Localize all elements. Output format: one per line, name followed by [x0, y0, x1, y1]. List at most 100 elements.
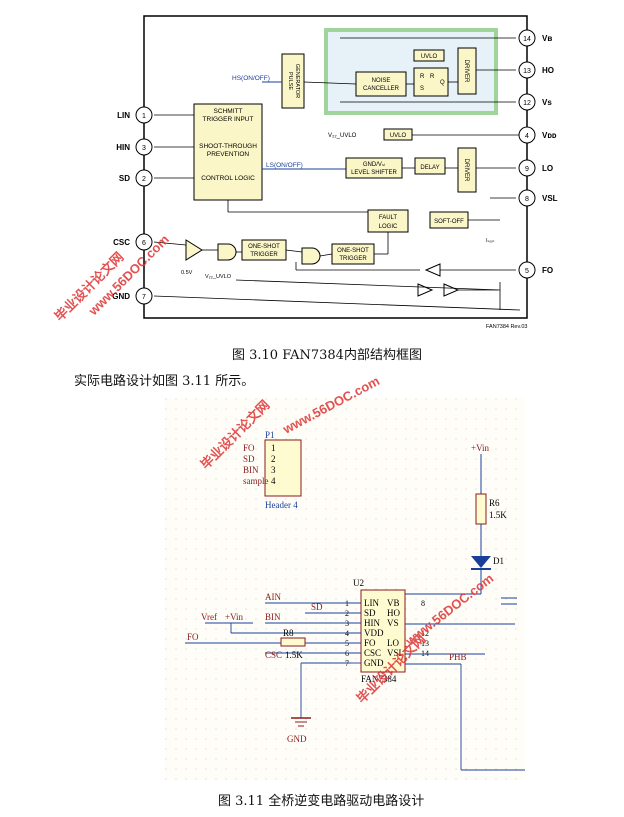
header-pin: 4 [271, 476, 276, 486]
rs-s: S [420, 86, 424, 92]
shoot-label-1: SHOOT-THROUGH [199, 143, 257, 150]
ls-label: LS(ON/OFF) [266, 162, 303, 169]
u2-left-name: SD [364, 608, 376, 618]
oneshot2-label-1: ONE-SHOT [337, 248, 369, 254]
pin-circle-8 [518, 189, 536, 207]
pin-num: 14 [523, 36, 531, 43]
shift-label-2: LEVEL SHIFTER [351, 170, 397, 176]
header-ref: P1 [265, 430, 275, 440]
net-bin: BIN [265, 612, 281, 622]
u2-ref: U2 [353, 578, 364, 588]
pin-num: 2 [142, 176, 146, 183]
pin-circle-6 [135, 233, 153, 251]
r6-value: 1.5K [489, 510, 507, 520]
oneshot1-label-1: ONE-SHOT [248, 244, 280, 250]
softoff-label: SOFT-OFF [434, 219, 464, 225]
u2-left-name: HIN [364, 618, 380, 628]
pin-num: 5 [525, 268, 529, 275]
u2-right-num: 13 [421, 639, 429, 648]
pin-num: 13 [523, 68, 531, 75]
figure2-caption: 图 3.11 全桥逆变电路驱动电路设计 [218, 794, 425, 809]
rs-r2: R [430, 74, 435, 80]
u2-left-num: 5 [345, 639, 349, 648]
u2-right-num: 12 [421, 629, 429, 638]
pin-circle-5 [518, 261, 536, 279]
u2-left-name: LIN [364, 598, 379, 608]
schmitt-label-1: SCHMITT [214, 108, 243, 115]
fault-label-2: LOGIC [379, 224, 398, 230]
pin-num: 6 [142, 240, 146, 247]
pin-circle-12 [518, 93, 536, 111]
pin-name: Vʙ [542, 34, 552, 43]
pin-name: Vs [542, 98, 552, 107]
paragraph: 实际电路设计如图 3.11 所示。 [74, 374, 255, 389]
pin-circle-14 [518, 29, 536, 47]
u2-right-name: LO [387, 638, 399, 648]
pin-num: 9 [525, 166, 529, 173]
u2-left-num: 7 [345, 659, 349, 668]
rs-q: Q [440, 80, 445, 86]
net-r8v: 1.5K [285, 650, 303, 660]
pulse-label-2: GENERATOR [294, 64, 300, 98]
u2-left-num: 1 [345, 599, 349, 608]
pin-circle-4 [518, 126, 536, 144]
pulse-label-1: PULSE [287, 72, 293, 90]
u2-left-num: 4 [345, 629, 349, 638]
uvlo-top: UVLO [421, 54, 438, 60]
driver-top: DRIVER [463, 60, 469, 83]
pin-name: FO [542, 266, 553, 275]
noise-label-1: NOISE [372, 78, 391, 84]
header-pin: 2 [271, 454, 276, 464]
net-r8: R8 [283, 628, 294, 638]
net-gnd: GND [287, 734, 307, 744]
u2-left-num: 6 [345, 649, 349, 658]
header-label: SD [243, 454, 255, 464]
pin-num: 4 [525, 133, 529, 140]
fault-label-1: FAULT [379, 215, 398, 221]
u2-right-name: HO [387, 608, 400, 618]
u2-right-num: 14 [421, 649, 429, 658]
u2-right-name: VSL [387, 648, 404, 658]
uvlo-mid: UVLO [390, 133, 407, 139]
header-label: sample [243, 476, 269, 486]
u2-right-name: VS [387, 618, 399, 628]
pin-circle-2 [135, 169, 153, 187]
delay-label: DELAY [420, 165, 439, 171]
pin-name: LO [542, 164, 553, 173]
pin-circle-3 [135, 138, 153, 156]
pin-name: HIN [116, 143, 130, 152]
u2-left-num: 2 [345, 609, 349, 618]
v05-label: 0.5V [181, 270, 193, 276]
vdduvlo2-label: V₂₂_UVLO [205, 274, 232, 280]
pin-name: VSL [542, 194, 558, 203]
shoot-label-2: PREVENTION [207, 151, 250, 158]
rs-r: R [420, 74, 425, 80]
pin-num: 3 [142, 145, 146, 152]
pin-name: HO [542, 66, 554, 75]
vin-label: +Vin [471, 443, 490, 453]
u2-left-name: VDD [364, 628, 384, 638]
shift-label-1: GND/Vₛₗ [363, 162, 385, 168]
oneshot1-label-2: TRIGGER [250, 252, 278, 258]
pin-name: LIN [117, 111, 130, 120]
net-csc: CSC [265, 650, 282, 660]
net-fo: FO [187, 632, 199, 642]
pin-num: 12 [523, 100, 531, 107]
hs-label: HS(ON/OFF) [232, 75, 270, 82]
u2-left-name: GND [364, 658, 384, 668]
control-label: CONTROL LOGIC [201, 175, 255, 182]
pin-circle-7 [135, 287, 153, 305]
u2-right-num: 8 [421, 599, 425, 608]
pin-num: 7 [142, 294, 146, 301]
pin-circle-1 [135, 106, 153, 124]
net-phb: PHB [449, 652, 467, 662]
net-sd: SD [311, 602, 323, 612]
net-vin2: +Vin [225, 612, 244, 622]
rev-label: FAN7384 Rev.03 [486, 324, 527, 330]
driver-bottom: DRIVER [463, 159, 469, 182]
header-name: Header 4 [265, 500, 298, 510]
header-pin: 1 [271, 443, 276, 453]
